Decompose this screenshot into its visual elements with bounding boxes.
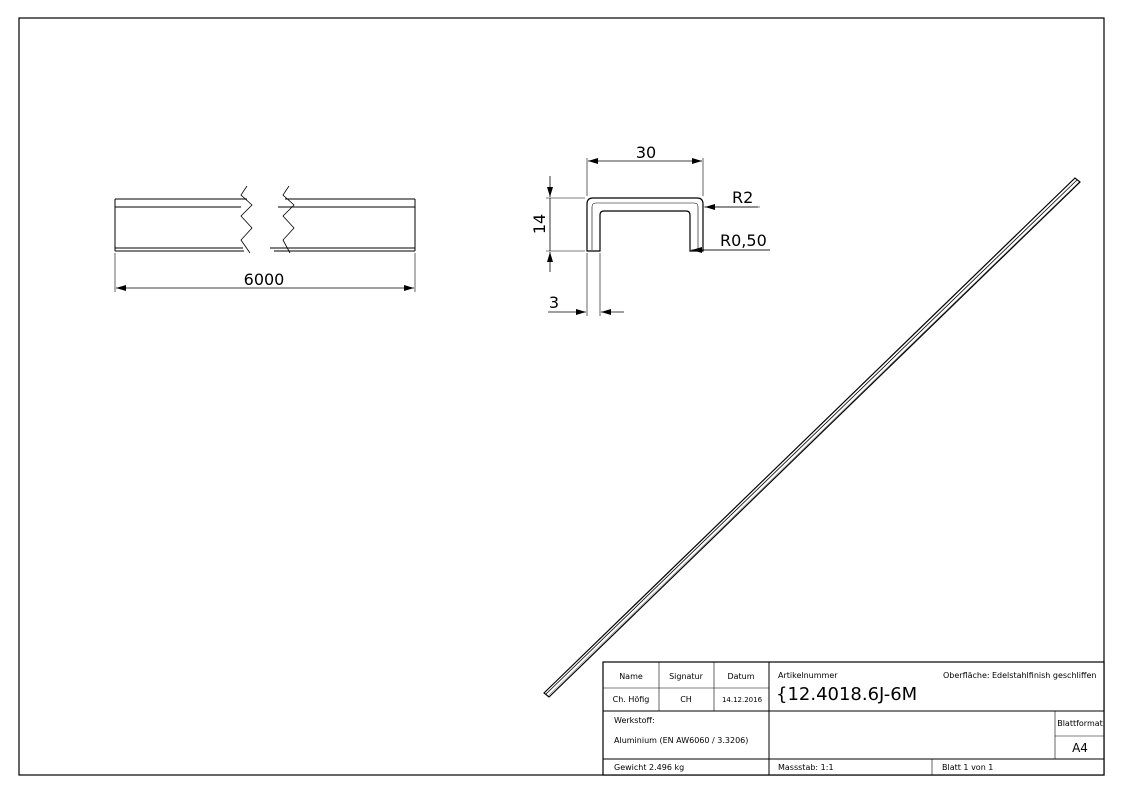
inner-radius-label: R0,50	[720, 231, 767, 250]
material-label: Werkstoff:	[614, 716, 655, 725]
length-dimension-label: 6000	[244, 270, 285, 289]
signature-header: Signatur	[669, 672, 704, 681]
outer-radius-label: R2	[732, 188, 753, 207]
date-value: 14.12.2016	[722, 696, 763, 704]
article-number-label: Artikelnummer	[778, 671, 838, 680]
surface-label: Oberfläche:	[943, 671, 990, 680]
profile-cross-section	[586, 197, 704, 252]
sheet-format-value: A4	[1072, 741, 1088, 755]
title-block	[602, 661, 1105, 776]
sheet-number: Blatt 1 von 1	[942, 763, 993, 772]
material-value: Aluminium (EN AW6060 / 3.3206)	[614, 736, 748, 745]
article-number-value: {12.4018.6J-6M	[776, 684, 917, 705]
date-header: Datum	[727, 672, 754, 681]
scale-value: Massstab: 1:1	[778, 763, 834, 772]
height-dimension-label: 14	[530, 214, 549, 234]
name-value: Ch. Höfig	[613, 695, 650, 704]
sheet-format-label: Blattformat	[1057, 719, 1103, 728]
drawing-frame	[18, 17, 1105, 776]
width-dimension-label: 30	[636, 143, 656, 162]
profile-top-view	[114, 185, 416, 292]
signature-value: CH	[680, 695, 692, 704]
profile-isometric-view	[543, 177, 1081, 698]
surface-value: Edelstahlfinish geschliffen	[992, 671, 1096, 680]
name-header: Name	[619, 672, 643, 681]
weight-value: Gewicht 2.496 kg	[614, 763, 684, 772]
thickness-dimension-label: 3	[549, 293, 559, 312]
